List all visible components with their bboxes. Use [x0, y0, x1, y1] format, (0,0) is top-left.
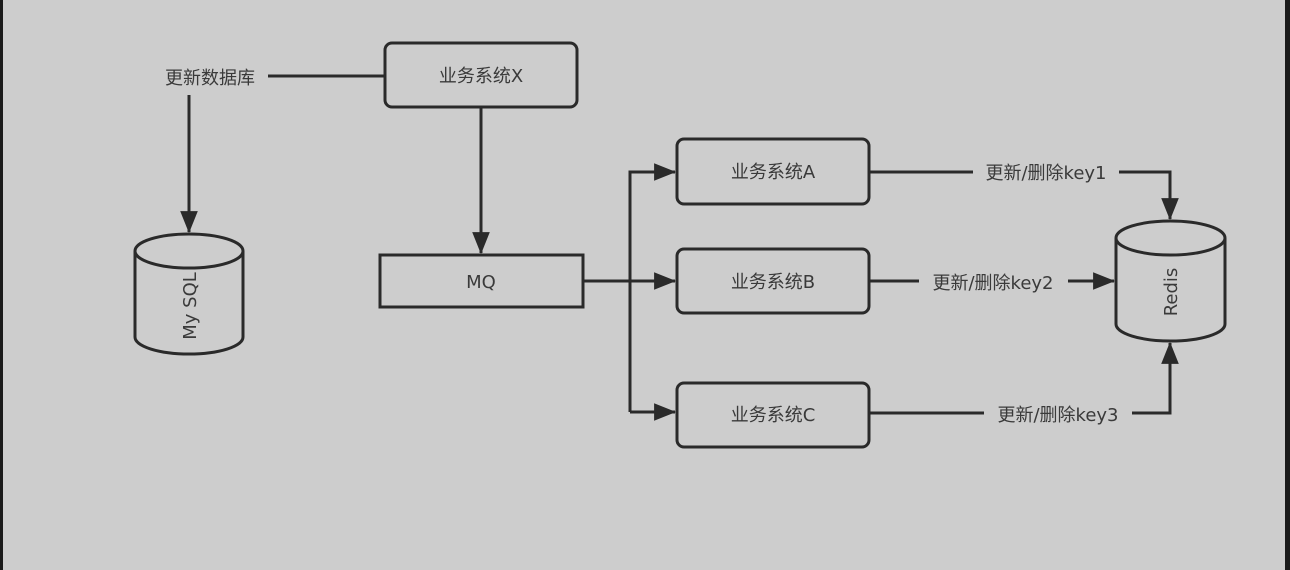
node-system-c[interactable]: 业务系统C: [675, 381, 871, 449]
node-mysql[interactable]: My SQL: [133, 232, 245, 356]
node-redis-body[interactable]: [1114, 238, 1227, 343]
node-mq[interactable]: MQ: [378, 253, 585, 309]
node-system-a-box[interactable]: [675, 137, 871, 206]
node-mq-box[interactable]: [378, 253, 585, 309]
node-system-x-box[interactable]: [383, 41, 579, 109]
edge-label-key1: 更新/删除key1: [985, 163, 1106, 184]
node-system-x[interactable]: 业务系统X: [383, 41, 579, 109]
edge-mq-to-a-arrow: [628, 163, 677, 412]
edge-label-update-db: 更新数据库: [165, 68, 255, 89]
node-redis-label: Redis: [1161, 268, 1182, 317]
node-mysql-body[interactable]: [133, 251, 245, 356]
edge-a-to-redis: 更新/删除key1: [869, 163, 1179, 221]
node-mq-label: MQ: [466, 272, 496, 293]
node-system-b-label: 业务系统B: [731, 272, 815, 293]
node-system-b[interactable]: 业务系统B: [675, 247, 871, 315]
diagram-svg: 更新数据库 更新/删除key1 更新/删除key2 更新/删除k: [133, 41, 1227, 449]
node-mysql-label: My SQL: [180, 272, 201, 340]
node-system-b-box[interactable]: [675, 247, 871, 315]
edge-mq-fanout: [583, 163, 677, 421]
node-redis-top[interactable]: [1114, 219, 1227, 257]
edge-label-key3: 更新/删除key3: [997, 405, 1118, 426]
edge-label-key2: 更新/删除key2: [932, 273, 1053, 294]
node-system-a[interactable]: 业务系统A: [675, 137, 871, 206]
node-system-a-label: 业务系统A: [731, 162, 816, 183]
edge-c-to-redis-arrow: [1132, 341, 1179, 415]
node-redis[interactable]: Redis: [1114, 219, 1227, 343]
node-system-c-box[interactable]: [675, 381, 871, 449]
node-system-x-label: 业务系统X: [439, 66, 523, 87]
edge-x-to-mysql: 更新数据库: [165, 68, 385, 234]
node-mysql-top[interactable]: [133, 232, 245, 270]
node-system-c-label: 业务系统C: [731, 405, 816, 426]
edge-a-to-redis-arrow: [1119, 170, 1179, 221]
edge-b-to-redis: 更新/删除key2: [869, 272, 1116, 294]
edge-c-to-redis: 更新/删除key3: [869, 341, 1179, 426]
diagram-canvas: 更新数据库 更新/删除key1 更新/删除key2 更新/删除k: [3, 0, 1285, 570]
